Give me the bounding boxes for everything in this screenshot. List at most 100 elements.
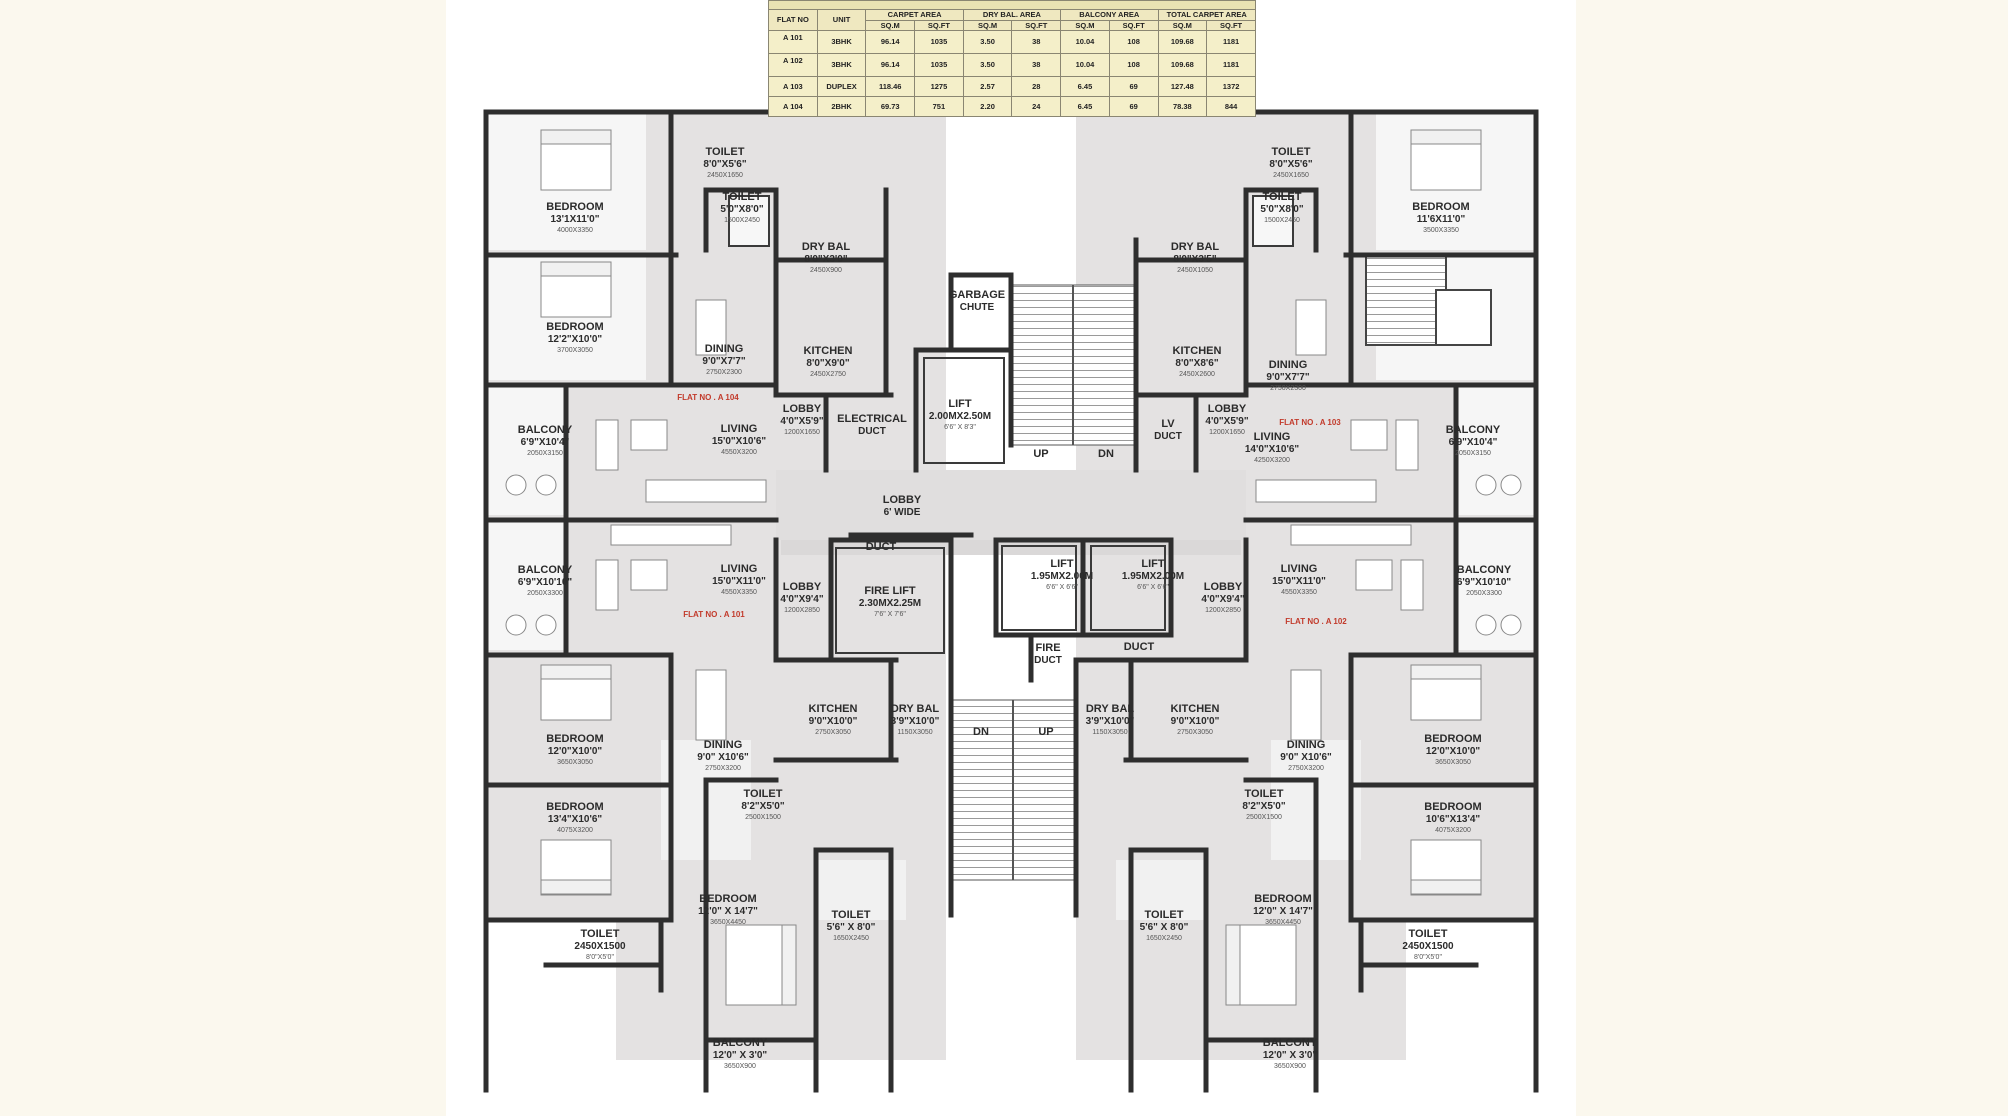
room-name: LIFT xyxy=(948,398,971,410)
room-name: BEDROOM xyxy=(1424,733,1481,745)
table-cell: A 101 xyxy=(768,30,818,54)
small-labels: DUCT DUCT UP DN DN UP xyxy=(866,448,1155,738)
table-cell: 109.68 xyxy=(1157,30,1208,54)
room-metric-dimension: 7'6" X 7'6" xyxy=(874,611,906,618)
table-subheader: SQ.M xyxy=(1060,20,1110,31)
room-metric-dimension: 4000X3350 xyxy=(557,227,593,234)
room-dimension: 12'2"X10'0" xyxy=(548,334,603,345)
room-labels: TOILET8'0"X5'6"2450X1650BEDROOM13'1X11'0… xyxy=(518,146,1512,1070)
room-name: LIVING xyxy=(721,423,758,435)
room-metric-dimension: 2450X1650 xyxy=(707,172,743,179)
room-dimension: 6'9"X10'10" xyxy=(1457,577,1512,588)
room-dimension: 11'6X11'0" xyxy=(1417,214,1466,225)
room-dimension: 8'2"X5'0" xyxy=(1242,801,1285,812)
room-dimension: 15'0"X10'6" xyxy=(712,436,767,447)
table-cell: 38 xyxy=(1011,53,1062,77)
room-name: TOILET xyxy=(1245,788,1284,800)
room-metric-dimension: 1150X3050 xyxy=(897,729,932,736)
stair-down-label: DN xyxy=(1098,448,1114,460)
room-metric-dimension: 2750X3200 xyxy=(1288,765,1324,772)
room-dimension: 13'4"X10'6" xyxy=(548,814,603,825)
room-dimension: 4'0"X5'9" xyxy=(1205,416,1248,427)
table-cell: 96.14 xyxy=(865,30,916,54)
room-metric-dimension: 2050X3300 xyxy=(1466,590,1502,597)
room-dimension: 5'6" X 8'0" xyxy=(827,922,876,933)
room-dimension: 1.95MX2.00M xyxy=(1122,571,1184,582)
table-cell: 108 xyxy=(1108,53,1159,77)
room-dimension: 12'0"X10'0" xyxy=(1426,746,1481,757)
room-metric-dimension: 4250X3200 xyxy=(1254,457,1290,464)
room-dimension: 1.95MX2.00M xyxy=(1031,571,1093,582)
room-dimension: 15'0"X11'0" xyxy=(712,576,766,587)
table-cell: 3.50 xyxy=(962,30,1013,54)
table-cell: 2.20 xyxy=(962,96,1013,117)
room-metric-dimension: 2500X1500 xyxy=(745,814,781,821)
room-name: ELECTRICAL xyxy=(837,413,907,425)
room-name: LOBBY xyxy=(783,581,822,593)
flat-label-a101: FLAT NO . A 101 xyxy=(683,610,745,619)
central-lobby xyxy=(776,470,1246,540)
furniture xyxy=(505,129,1522,1006)
staircases xyxy=(950,254,1492,881)
table-cell: 78.38 xyxy=(1157,96,1208,117)
room-dimension: 9'0" X10'6" xyxy=(697,752,749,763)
room-name: BEDROOM xyxy=(546,801,603,813)
room-name: BALCONY xyxy=(518,424,573,436)
table-cell: 751 xyxy=(914,96,964,117)
room-metric-dimension: 2750X2300 xyxy=(706,369,742,376)
room-dimension: 12'0" X 3'0" xyxy=(1263,1050,1318,1061)
room-name: KITCHEN xyxy=(1171,703,1220,715)
stair-up-label: UP xyxy=(1038,726,1053,738)
room-metric-dimension: 3650X4450 xyxy=(1265,919,1301,926)
room-metric-dimension: 3500X3350 xyxy=(1423,227,1459,234)
table-cell: 1181 xyxy=(1206,53,1256,77)
room-dimension: 12'0" X 14'7" xyxy=(698,906,758,917)
room-dimension: 3'9"X10'0" xyxy=(891,716,940,727)
room-metric-dimension: 1200X1650 xyxy=(1209,429,1245,436)
room-dimension: 2.00MX2.50M xyxy=(929,411,991,422)
room-metric-dimension: 2050X3150 xyxy=(527,450,563,457)
table-cell: 1035 xyxy=(914,30,964,54)
room-metric-dimension: 1200X1650 xyxy=(784,429,820,436)
floor-plan: TOILET8'0"X5'6"2450X1650BEDROOM13'1X11'0… xyxy=(483,109,1539,1093)
table-cell: 69 xyxy=(1108,96,1159,117)
room-dimension: 12'0" X 3'0" xyxy=(713,1050,768,1061)
room-name: BALCONY xyxy=(1457,564,1512,576)
room-dimension: 3'9"X10'0" xyxy=(1086,716,1135,727)
room-metric-dimension: 3650X3050 xyxy=(557,759,593,766)
flat-label-a103: FLAT NO . A 103 xyxy=(1279,418,1341,427)
walls xyxy=(483,109,1539,1093)
room-name: DINING xyxy=(705,343,744,355)
room-name: TOILET xyxy=(723,191,762,203)
room-name: LOBBY xyxy=(1208,403,1247,415)
room-name: GARBAGE xyxy=(949,289,1005,301)
room-name: BALCONY xyxy=(1446,424,1501,436)
table-subheader: SQ.FT xyxy=(914,20,964,31)
room-dimension: 12'0"X10'0" xyxy=(548,746,603,757)
room-dimension: DUCT xyxy=(858,426,886,437)
room-metric-dimension: 6'6" X 8'3" xyxy=(944,424,976,431)
room-metric-dimension: 2450X1050 xyxy=(1177,267,1213,274)
table-cell: A 103 xyxy=(768,76,818,97)
room-name: KITCHEN xyxy=(1173,345,1222,357)
room-metric-dimension: 2750X2300 xyxy=(1270,385,1306,392)
room-name: BEDROOM xyxy=(1424,801,1481,813)
room-name: BALCONY xyxy=(713,1037,768,1049)
table-subheader: SQ.M xyxy=(1157,20,1208,31)
table-subheader: SQ.FT xyxy=(1011,20,1062,31)
room-metric-dimension: 2450X1650 xyxy=(1273,172,1309,179)
table-cell: 69 xyxy=(1108,76,1159,97)
room-metric-dimension: 3650X3050 xyxy=(1435,759,1471,766)
room-dimension: 6'9"X10'4" xyxy=(521,437,570,448)
room-dimension: 10'6"X13'4" xyxy=(1426,814,1481,825)
room-name: LIVING xyxy=(1254,431,1291,443)
room-name: LOBBY xyxy=(883,494,922,506)
table-cell: A 102 xyxy=(768,53,818,77)
room-metric-dimension: 3650X4450 xyxy=(710,919,746,926)
table-cell: 1275 xyxy=(914,76,964,97)
room-dimension: 9'0"X7'7" xyxy=(1266,372,1309,383)
room-dimension: 8'0"X3'5" xyxy=(1173,254,1216,265)
table-cell: 24 xyxy=(1011,96,1062,117)
